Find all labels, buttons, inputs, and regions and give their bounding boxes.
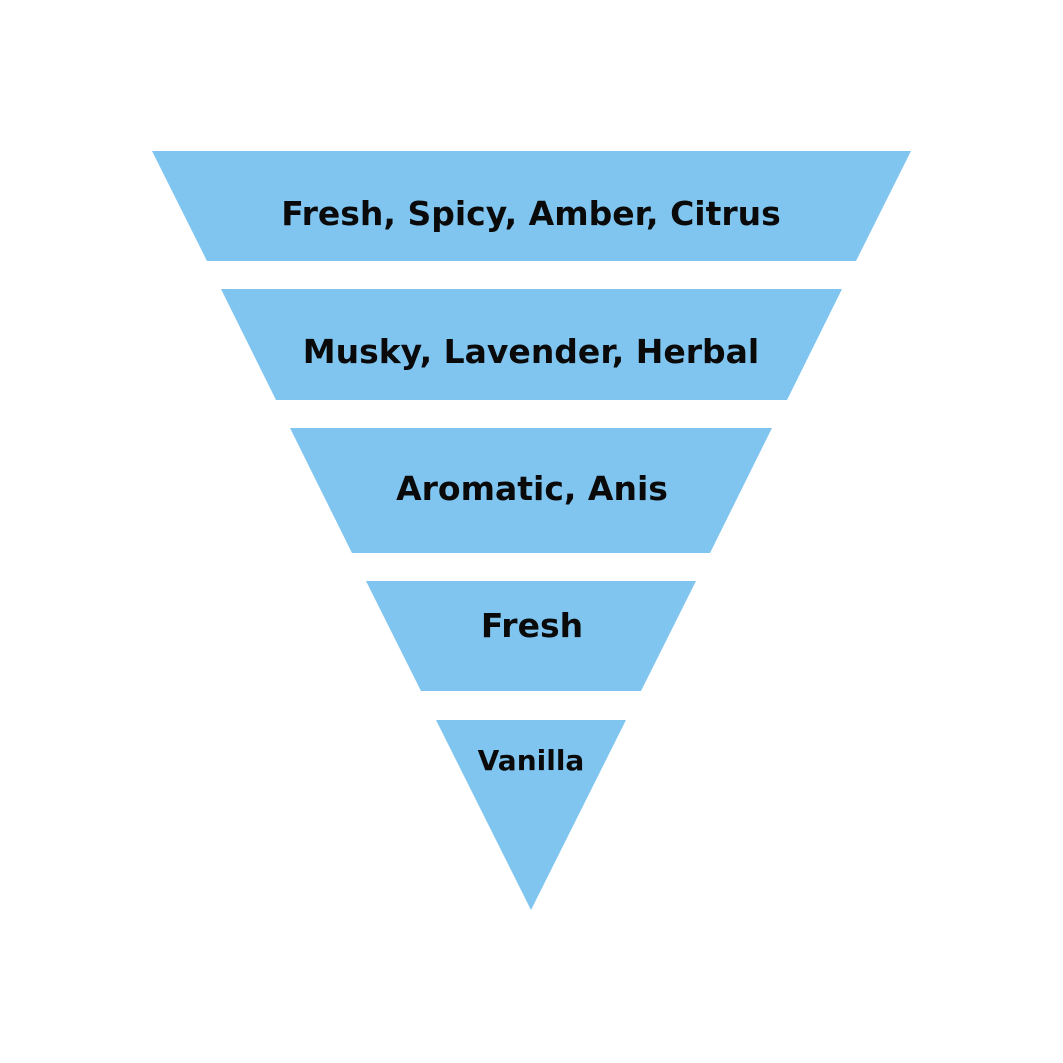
- pyramid-tier-4: Fresh: [366, 581, 696, 691]
- tier-1-shape: [152, 151, 911, 261]
- tier-4-shape: [366, 581, 696, 691]
- tier-3-label: Aromatic, Anis: [396, 469, 668, 508]
- tier-5-label: Vanilla: [478, 744, 585, 777]
- tier-2-label: Musky, Lavender, Herbal: [303, 332, 760, 371]
- tier-3-shape: [290, 428, 772, 553]
- tier-4-label: Fresh: [481, 606, 583, 645]
- pyramid-tier-2: Musky, Lavender, Herbal: [221, 289, 842, 400]
- pyramid-tier-5: Vanilla: [436, 720, 626, 910]
- pyramid-tier-1: Fresh, Spicy, Amber, Citrus: [152, 151, 911, 261]
- tier-2-shape: [221, 289, 842, 400]
- tier-5-shape: [436, 720, 626, 910]
- pyramid-tier-3: Aromatic, Anis: [290, 428, 772, 553]
- tier-1-label: Fresh, Spicy, Amber, Citrus: [281, 194, 781, 233]
